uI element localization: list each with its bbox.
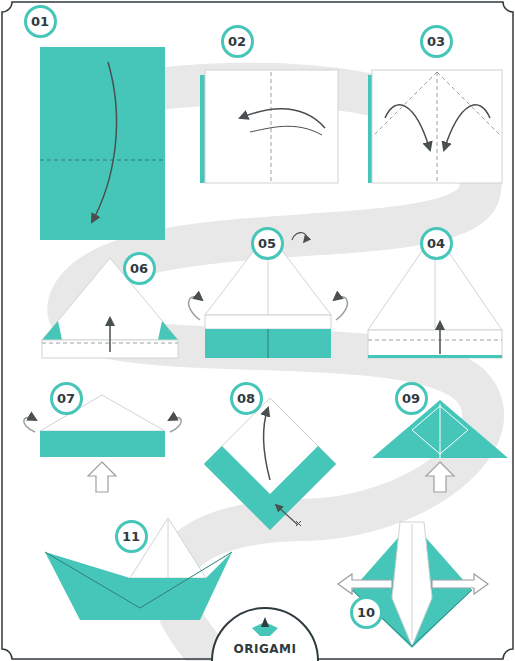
step-03-sheet-part	[374, 72, 437, 135]
step-number: 04	[427, 237, 445, 250]
logo-badge-part	[261, 617, 269, 627]
step-05-hat-part	[205, 315, 331, 329]
step-07-hat-part	[24, 417, 36, 432]
step-number-circle: 10	[350, 596, 383, 629]
logo-badge	[212, 608, 318, 661]
step-11-boat-part	[168, 520, 169, 578]
step-number: 05	[258, 237, 276, 250]
logo-badge-part	[212, 608, 318, 661]
step-11-boat-part	[45, 552, 232, 620]
step-10-diamond-part	[412, 524, 413, 640]
step-05-hat-part	[205, 329, 331, 358]
step-number-circle: 09	[395, 382, 428, 415]
step-10-diamond-part	[338, 574, 392, 594]
step-number-circle: 04	[420, 227, 453, 260]
step-05-hat-part	[205, 232, 331, 315]
step-number-circle: 07	[50, 382, 83, 415]
step-03-sheet-part	[437, 72, 500, 135]
step-06-hat-part	[158, 321, 178, 340]
step-08-diamond-part	[264, 408, 270, 480]
step-09-triangle-part	[372, 400, 508, 458]
step-01-sheet-part	[40, 47, 165, 240]
step-number: 09	[402, 392, 420, 405]
step-number: 01	[31, 15, 49, 28]
step-06-hat	[42, 258, 178, 358]
step-10-diamond-part	[412, 590, 472, 646]
step-number: 08	[237, 392, 255, 405]
step-03-sheet-part	[444, 105, 490, 150]
step-number-circle: 03	[420, 25, 453, 58]
step-11-boat-part	[140, 552, 232, 608]
step-04-hat-part	[368, 232, 502, 330]
step-11-boat-part	[45, 552, 140, 608]
step-03-sheet-part	[372, 70, 502, 183]
step-number: 07	[57, 392, 75, 405]
step-08-diamond-part	[296, 521, 301, 526]
step-07-hat-part	[40, 431, 165, 457]
step-06-hat-part	[109, 318, 111, 352]
step-08-diamond	[204, 398, 336, 530]
step-04-hat-part	[439, 322, 441, 354]
step-07-hat	[24, 395, 181, 492]
step-number-circle: 01	[24, 5, 57, 38]
step-number-circle: 11	[115, 520, 148, 553]
step-04-hat-part	[368, 340, 502, 341]
step-01-sheet-part	[40, 160, 165, 161]
logo-text: ORIGAMI	[234, 643, 297, 655]
step-06-hat-part	[42, 321, 62, 340]
step-10-diamond	[338, 522, 488, 648]
step-03-sheet-part	[437, 72, 438, 181]
step-02-sheet	[200, 70, 338, 183]
step-05-hat-part	[292, 233, 306, 242]
step-number: 02	[228, 35, 246, 48]
step-05-hat-part	[334, 297, 347, 320]
step-01-sheet	[40, 47, 165, 240]
step-number: 10	[357, 606, 375, 619]
step-07-hat-part	[88, 462, 116, 492]
step-08-diamond-part	[204, 398, 336, 530]
step-01-sheet-part	[92, 62, 117, 222]
step-07-hat-part	[169, 417, 181, 432]
step-10-diamond-part	[432, 574, 488, 594]
step-09-triangle-part	[426, 462, 454, 492]
step-number-circle: 02	[221, 25, 254, 58]
step-number-circle: 06	[123, 252, 156, 285]
step-08-diamond-part	[204, 446, 336, 530]
step-number-circle: 08	[230, 382, 263, 415]
step-11-boat	[45, 518, 232, 620]
step-09-triangle-part	[440, 404, 441, 458]
step-02-sheet-part	[240, 109, 325, 128]
step-number: 06	[130, 262, 148, 275]
step-03-sheet-part	[385, 105, 430, 150]
step-03-sheet	[368, 70, 502, 183]
step-10-diamond-part	[392, 522, 432, 646]
step-05-hat-part	[268, 329, 269, 358]
step-09-triangle	[372, 400, 508, 492]
step-02-sheet-part	[250, 126, 322, 135]
step-02-sheet-part	[205, 70, 338, 183]
step-04-hat-part	[368, 355, 502, 358]
step-04-hat-part	[368, 330, 502, 358]
step-05-hat-part	[189, 297, 202, 320]
step-number: 03	[427, 35, 445, 48]
step-number: 11	[122, 530, 140, 543]
step-08-diamond-part	[276, 505, 298, 525]
step-number-circle: 05	[251, 227, 284, 260]
step-02-sheet-part	[271, 72, 272, 181]
